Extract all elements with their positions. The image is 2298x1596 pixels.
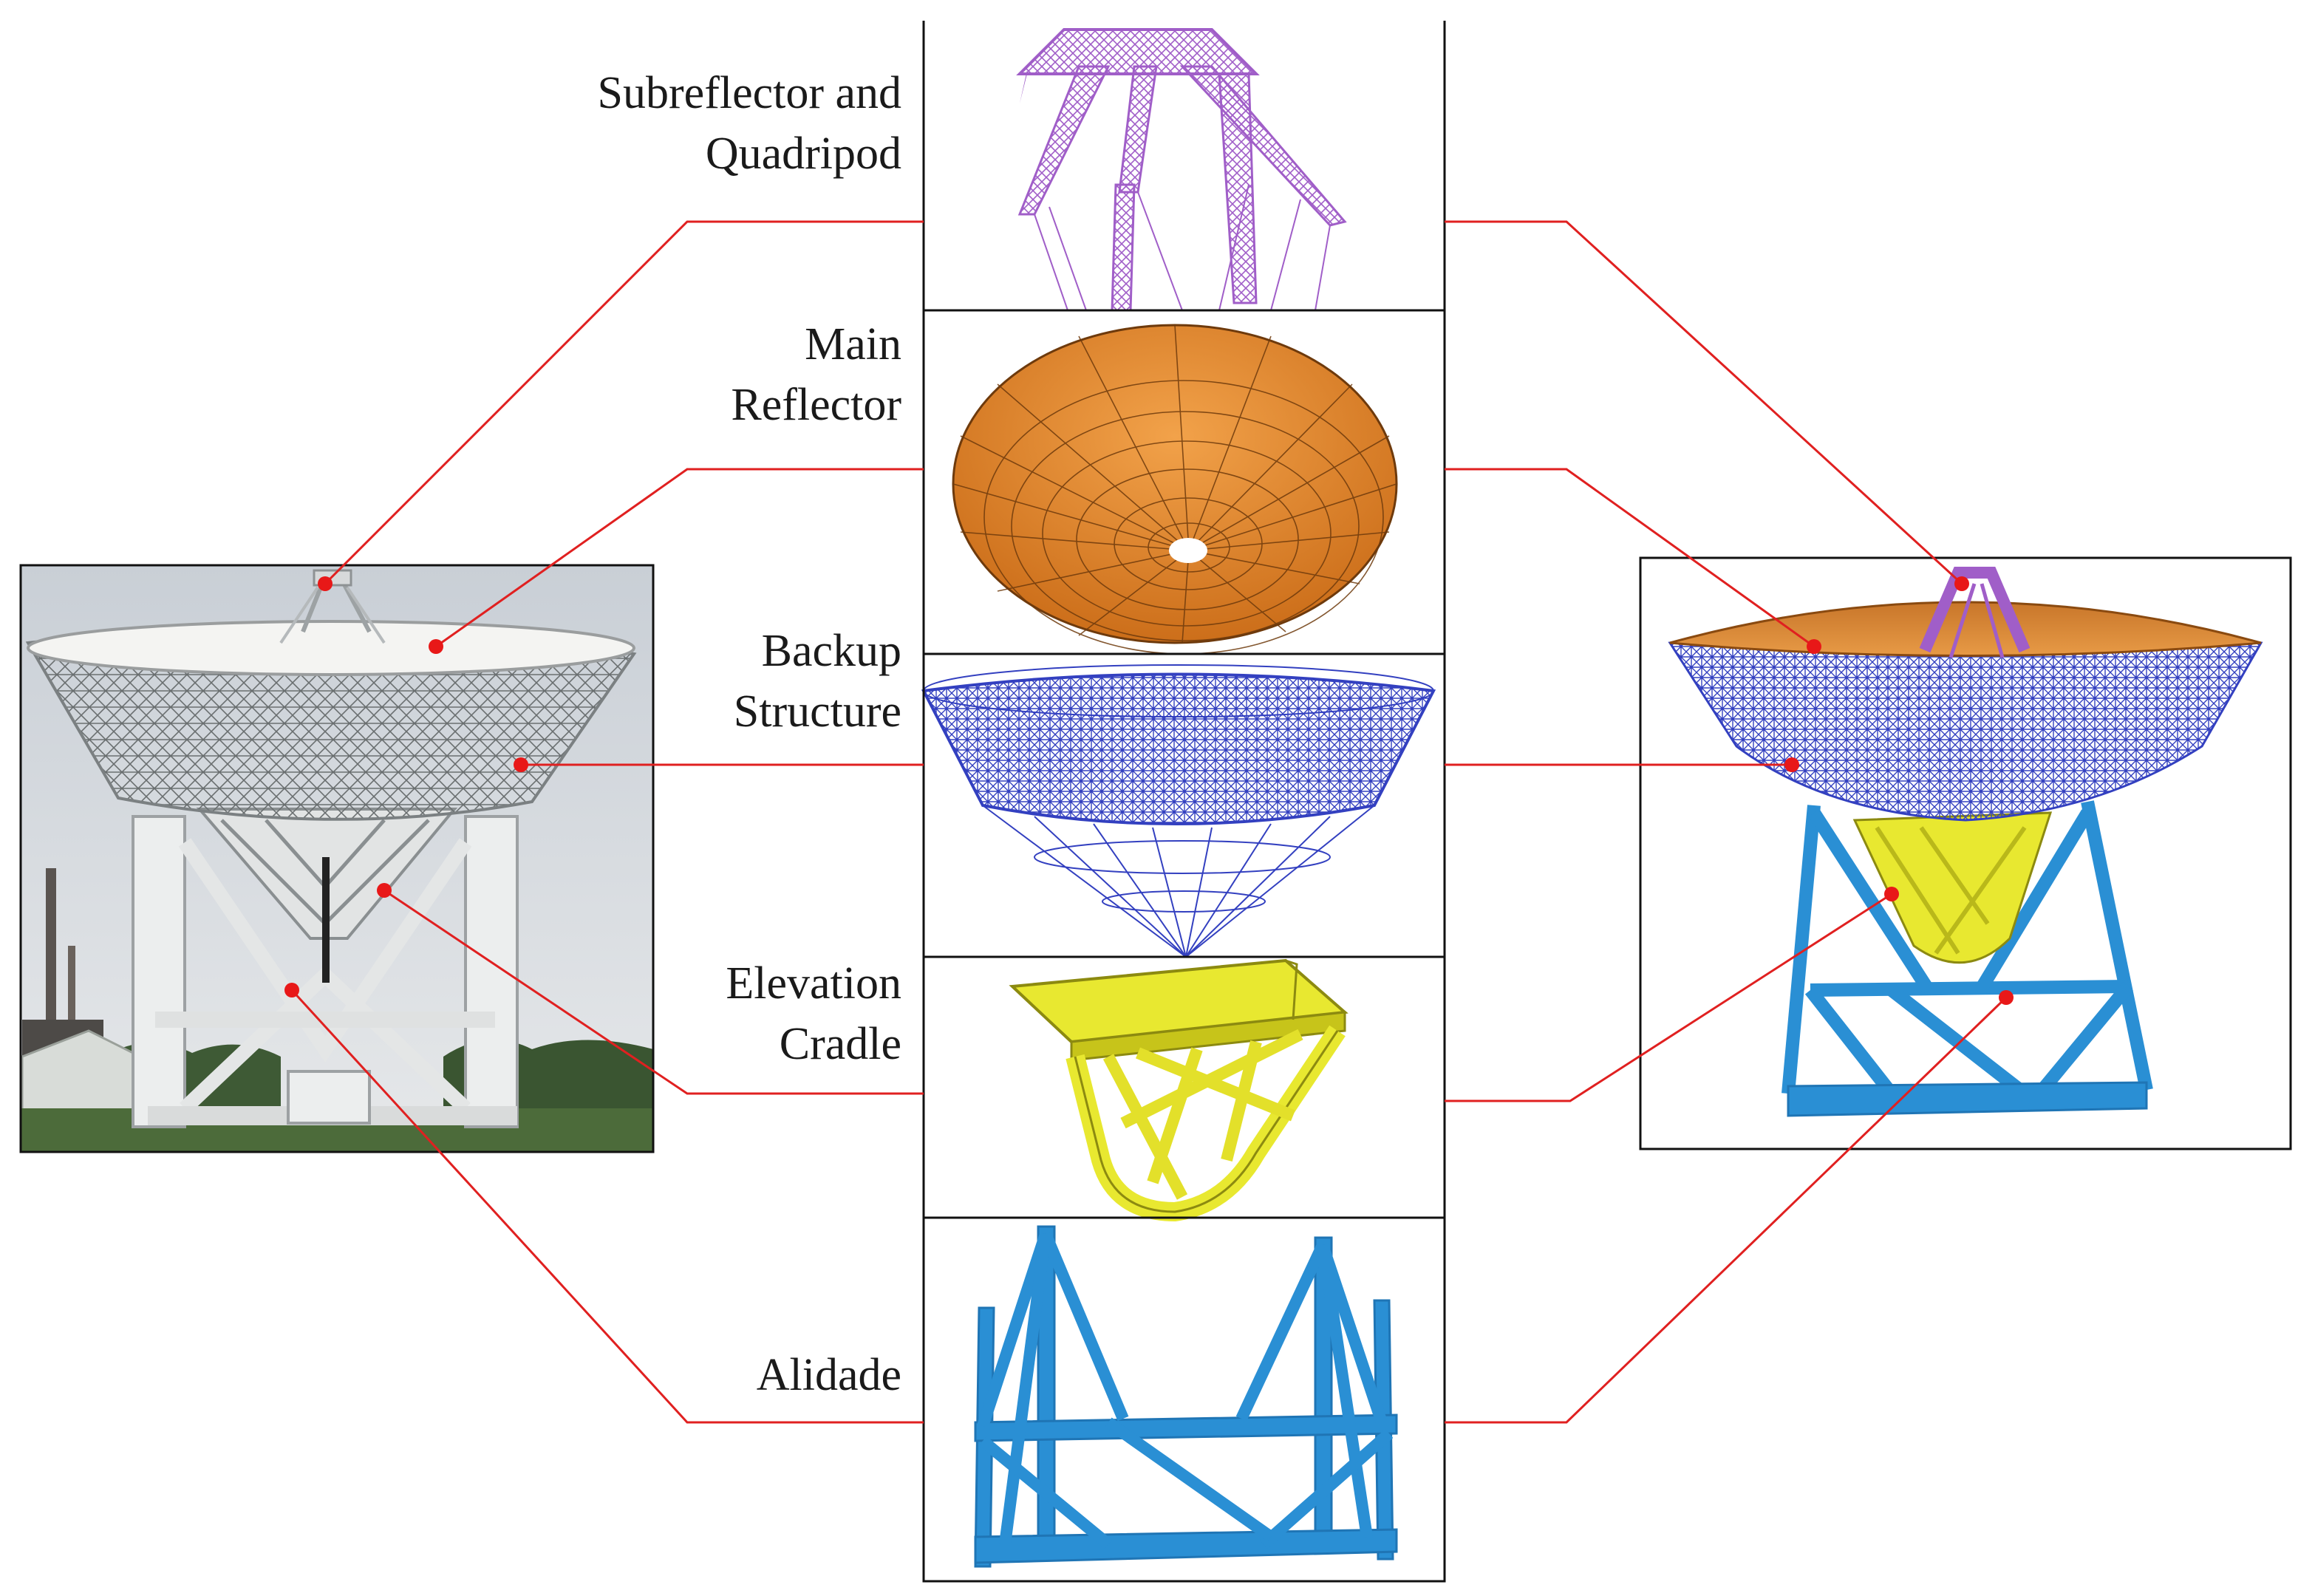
label-backup-structure-line1: Backup — [761, 626, 901, 676]
alidade-model — [974, 1225, 1398, 1568]
label-alidade: Alidade — [757, 1345, 901, 1405]
label-subreflector-line2: Quadripod — [705, 129, 901, 179]
photo-frame — [19, 564, 655, 1153]
leader-dots — [284, 576, 2014, 1005]
label-backup-structure-line2: Structure — [733, 686, 901, 737]
label-main-reflector-line1: Main — [805, 319, 901, 369]
composite-frame — [1639, 556, 2292, 1150]
label-subreflector: Subreflector and Quadripod — [598, 63, 901, 184]
composite-fem-model — [1668, 567, 2263, 1117]
leader-lines — [290, 220, 2008, 1424]
main-reflector-model — [952, 324, 1398, 655]
telescope-photo — [21, 565, 653, 1152]
label-backup-structure: Backup Structure — [734, 621, 901, 742]
center-panels-frame — [922, 21, 1446, 1583]
label-elevation-cradle-line2: Cradle — [779, 1019, 901, 1069]
label-main-reflector: Main Reflector — [731, 314, 901, 435]
label-alidade-line1: Alidade — [756, 1350, 901, 1400]
label-subreflector-line1: Subreflector and — [597, 68, 901, 118]
subreflector-quadripod-model — [1016, 28, 1347, 312]
elevation-cradle-model — [1009, 958, 1349, 1222]
label-elevation-cradle: Elevation Cradle — [726, 953, 901, 1074]
label-main-reflector-line2: Reflector — [731, 380, 901, 430]
label-elevation-cradle-line1: Elevation — [726, 958, 901, 1009]
backup-structure-model — [921, 664, 1436, 958]
